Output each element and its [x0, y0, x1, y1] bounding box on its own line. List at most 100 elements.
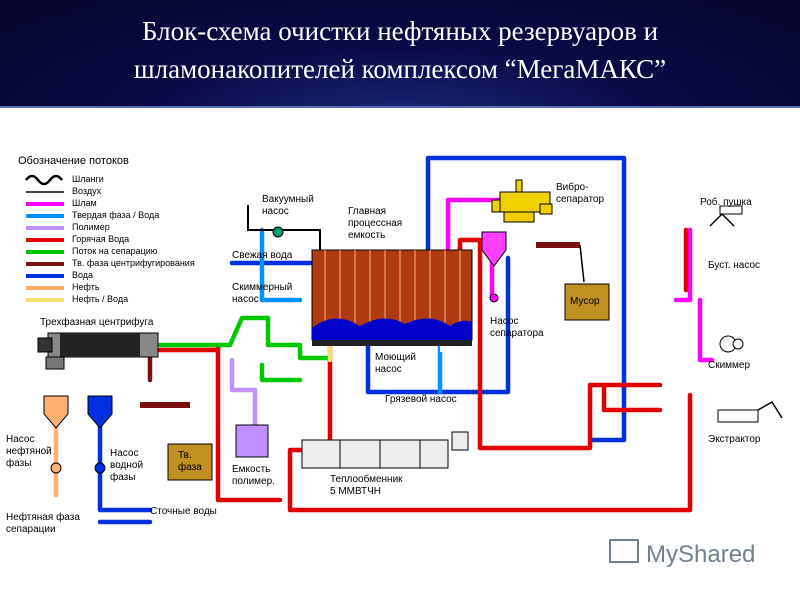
tank-legs: [320, 346, 444, 352]
legend-hot-water: Горячая Вода: [26, 234, 129, 244]
label-water-pump-2: водной: [110, 460, 143, 471]
legend-hose: Шланги: [25, 174, 104, 186]
robot-gun: [709, 205, 743, 227]
label-robot-gun: Роб. пушка: [700, 196, 752, 208]
title-line-1: Блок-схема очистки нефтяных резервуаров …: [141, 16, 659, 46]
legend: Обозначение потоков Шланги Воздух Шлам Т…: [18, 155, 195, 304]
title-line-2: шламонакопителей комплексом “МегаМАКС”: [133, 54, 667, 84]
legend-label-oil-water: Нефть / Вода: [72, 294, 128, 304]
oil-phase-pump: [43, 395, 69, 474]
label-washing-pump-1: Моющий: [375, 352, 416, 363]
legend-label-centrifuge-solids: Тв. фаза центрифугирования: [72, 258, 195, 268]
legend-centrifuge-solids: Тв. фаза центрифугирования: [26, 258, 195, 268]
label-main-tank-2: процессная: [348, 218, 402, 229]
label-oil-separation-1: Нефтяная фаза: [6, 511, 80, 523]
legend-label-polymer: Полимер: [72, 222, 110, 232]
pipe-hot-water-main: [457, 237, 663, 451]
label-vibro-separator-1: Вибро-: [556, 181, 588, 193]
slide-title: Блок-схема очистки нефтяных резервуаров …: [20, 12, 780, 88]
vacuum-pump-icon: [272, 226, 284, 238]
legend-label-air: Воздух: [72, 186, 102, 196]
label-washing-pump-2: насос: [375, 364, 402, 375]
legend-air: Воздух: [26, 186, 102, 196]
skimmer-device: [719, 335, 744, 353]
legend-separation: Поток на сепарацию: [26, 246, 158, 256]
label-heat-exchanger-2: 5 ММВТЧН: [330, 486, 381, 497]
label-garbage: Мусор: [570, 296, 600, 307]
water-phase-pump: [87, 395, 113, 474]
legend-label-hose: Шланги: [72, 174, 104, 184]
legend-water: Вода: [26, 270, 93, 280]
solid-phase-box: [167, 443, 213, 481]
pipe-separation-flow: [157, 315, 333, 361]
label-centrifuge: Трехфазная центрифуга: [40, 316, 154, 328]
oil-pump-icon: [50, 462, 62, 474]
label-water-pump-3: фазы: [110, 471, 135, 483]
vacuum-pump: [247, 205, 321, 250]
label-dirt-pump: Грязевой насос: [385, 394, 457, 405]
legend-title: Обозначение потоков: [18, 155, 129, 167]
pipe-water-top-loop: [425, 155, 627, 443]
tank-sludge-level: [312, 318, 472, 340]
separator-pump-icon: [489, 293, 499, 303]
label-heat-exchanger-1: Теплообменник: [330, 473, 403, 485]
label-polymer-tank-2: полимер.: [232, 476, 275, 487]
three-phase-centrifuge: [37, 332, 159, 370]
label-oil-pump-3: фазы: [6, 457, 31, 469]
pipe-sludge-right-2: [673, 227, 693, 303]
pipe-waste-water: [97, 397, 153, 513]
labels: Вакуумный насос Главная процессная емкос…: [6, 181, 761, 535]
pipe-sludge-right: [697, 297, 715, 363]
legend-polymer: Полимер: [26, 222, 110, 232]
label-oil-pump-2: нефтяной: [6, 445, 52, 457]
label-water-pump-1: Насос: [110, 448, 138, 459]
label-oil-separation-2: сепарации: [6, 524, 56, 535]
screw-conveyor-top: [536, 242, 585, 283]
label-booster-pump: Буст. насос: [708, 260, 760, 271]
label-vibro-separator-2: сепаратор: [556, 194, 604, 205]
label-polymer-tank-1: Емкость: [232, 464, 270, 475]
label-vacuum-pump-2: насос: [262, 206, 289, 217]
label-main-tank-3: емкость: [348, 230, 385, 241]
legend-sludge: Шлам: [26, 198, 97, 208]
label-vacuum-pump-1: Вакуумный: [262, 194, 314, 205]
legend-oil-water: Нефть / Вода: [26, 294, 128, 304]
legend-solid-water: Твердая фаза / Вода: [26, 210, 159, 220]
legend-label-hot-water: Горячая Вода: [72, 234, 129, 244]
watermark: MyShared: [609, 539, 755, 568]
pipe-separation-flow-2: [259, 362, 303, 383]
pipe-hot-water-drop: [215, 342, 283, 503]
label-oil-pump-1: Насос: [6, 434, 34, 445]
legend-oil: Нефть: [26, 282, 100, 292]
pipe-hot-water-right: [601, 382, 663, 413]
pipe-light-blue-2: [259, 227, 303, 303]
legend-label-separation: Поток на сепарацию: [72, 246, 158, 256]
polymer-tank: [235, 424, 269, 458]
separator-hopper: [481, 231, 507, 303]
legend-label-sludge: Шлам: [72, 198, 97, 208]
heat-exchanger: [301, 431, 469, 469]
legend-label-oil: Нефть: [72, 282, 100, 292]
vibro-separator: [491, 179, 553, 223]
label-fresh-water: Свежая вода: [232, 250, 293, 261]
main-process-tank: [311, 249, 473, 352]
label-waste-water: Сточные воды: [150, 506, 217, 517]
label-skimmer-pump-2: насос: [232, 294, 259, 305]
label-main-tank-1: Главная: [348, 206, 386, 217]
label-solid-phase-2: фаза: [178, 461, 202, 473]
label-separator-pump-1: Насос: [490, 316, 518, 327]
legend-label-solid-water: Твердая фаза / Вода: [72, 210, 159, 220]
slide-header: Блок-схема очистки нефтяных резервуаров …: [0, 0, 800, 108]
label-separator-pump-2: сепаратора: [490, 328, 544, 339]
label-skimmer: Скиммер: [708, 360, 750, 371]
label-solid-phase-1: Тв.: [178, 450, 192, 461]
garbage-bin: [564, 283, 610, 321]
watermark-text: MyShared: [646, 541, 755, 568]
pipe-polymer: [229, 357, 258, 428]
extractor-device: [717, 400, 783, 423]
label-extractor: Экстрактор: [708, 434, 761, 445]
legend-label-water: Вода: [72, 270, 93, 280]
water-pump-icon: [94, 462, 106, 474]
